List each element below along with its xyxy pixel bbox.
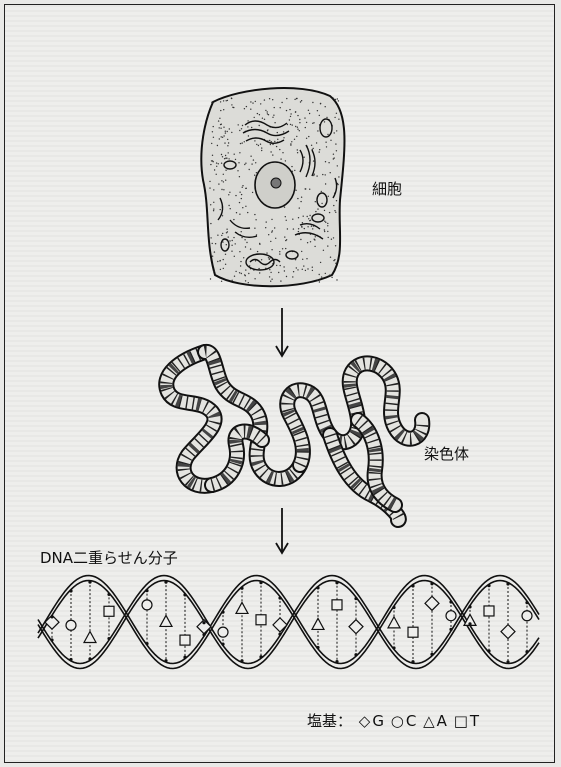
- dna-double-helix: [38, 576, 539, 669]
- legend-base-a: A: [437, 712, 447, 730]
- chromosome-illustration: [166, 352, 422, 520]
- chromosome-label: 染色体: [424, 443, 469, 464]
- dna-label: DNA二重らせん分子: [40, 547, 178, 568]
- legend-base-t: T: [470, 712, 479, 730]
- square-icon: □: [454, 712, 468, 730]
- cell-label: 細胞: [372, 178, 402, 199]
- circle-icon: ○: [391, 712, 404, 730]
- arrow-cell-to-chromosome: [276, 308, 288, 356]
- diamond-icon: ◇: [359, 712, 371, 730]
- legend-base-g: G: [372, 712, 384, 730]
- triangle-icon: △: [423, 712, 435, 730]
- base-legend: 塩基： ◇G ○C △A □T: [307, 710, 481, 731]
- arrow-chromosome-to-dna: [276, 508, 288, 553]
- legend-base-c: C: [406, 712, 416, 730]
- cell-illustration: [201, 88, 344, 286]
- legend-title: 塩基：: [307, 712, 352, 730]
